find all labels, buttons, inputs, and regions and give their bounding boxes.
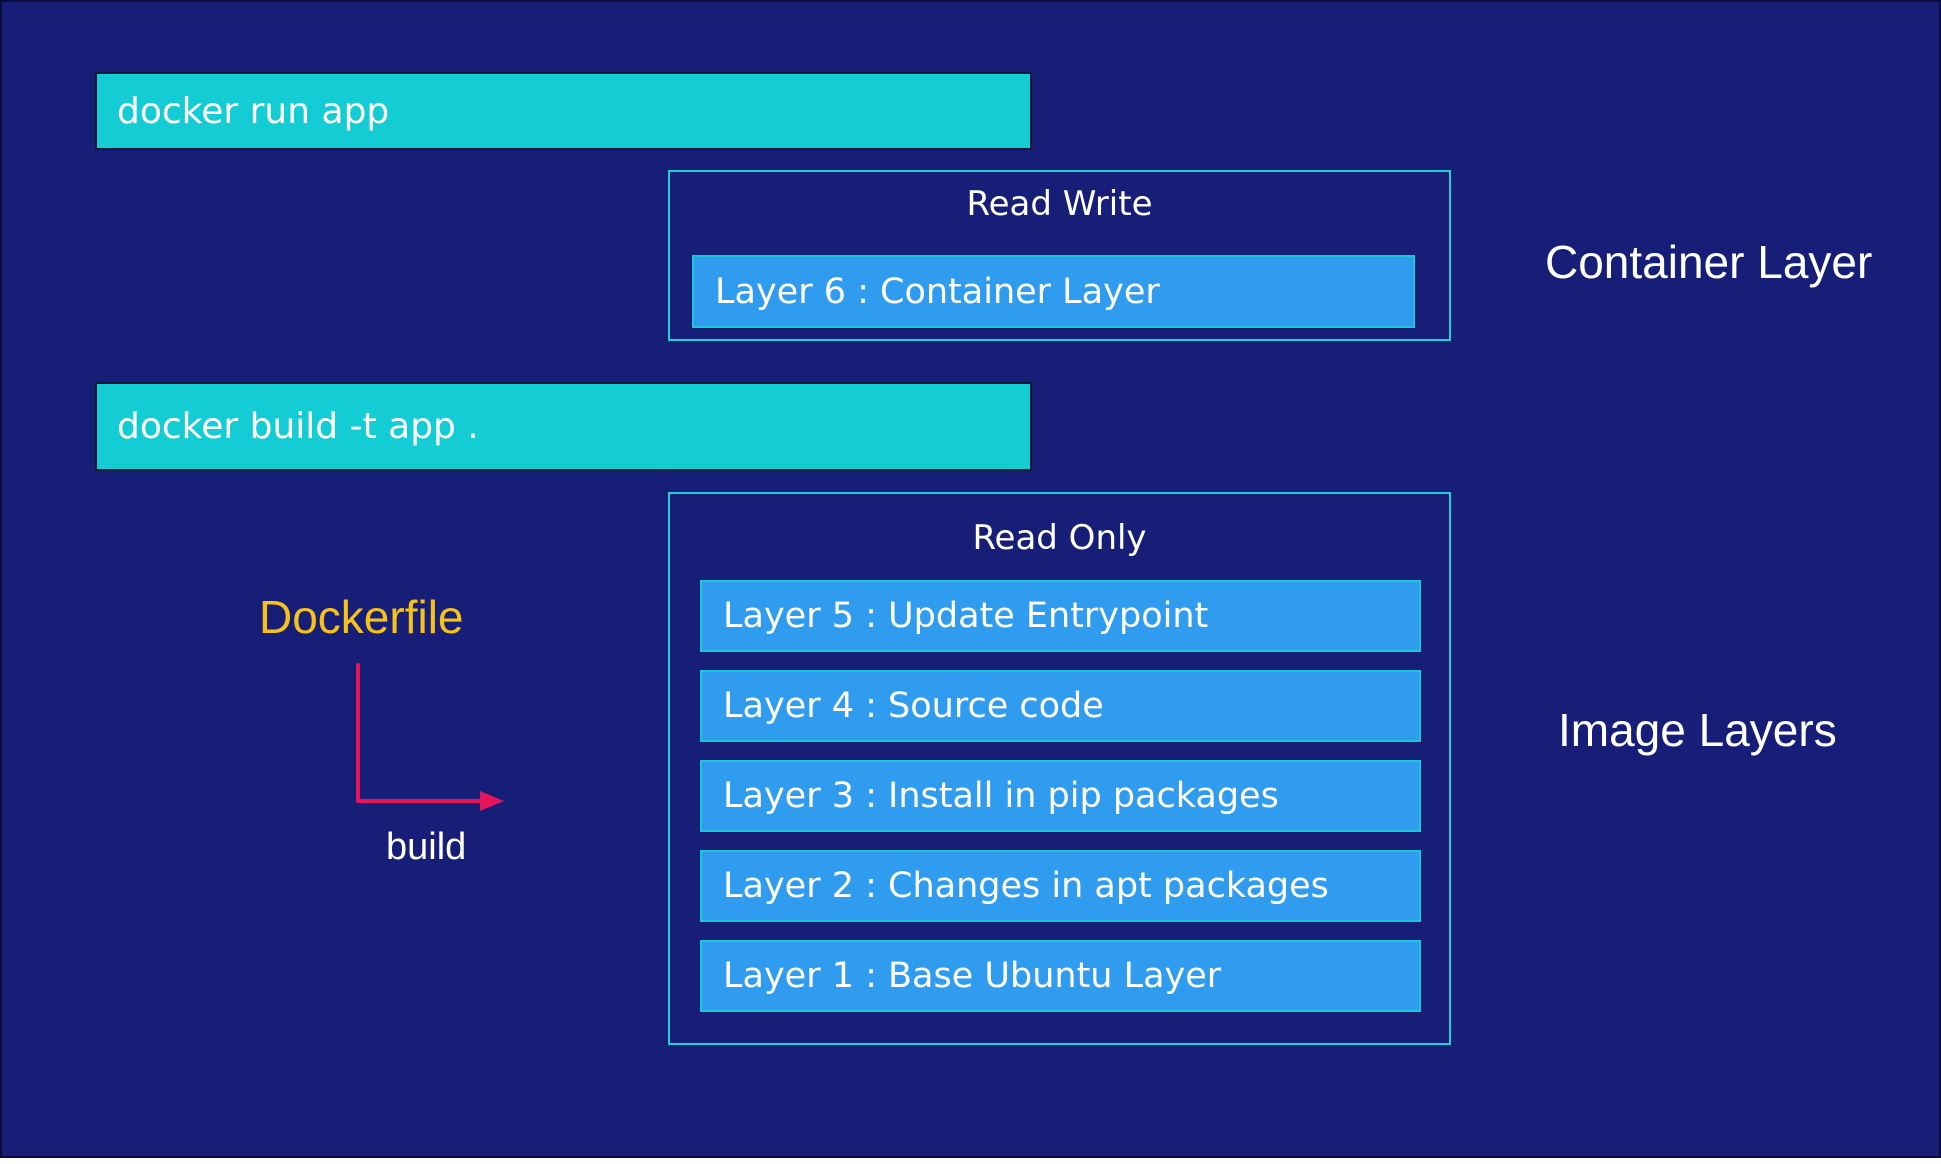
layer-label: Layer 3 : Install in pip packages <box>723 776 1279 816</box>
layer-label: Layer 5 : Update Entrypoint <box>723 596 1209 636</box>
container-layer-6: Layer 6 : Container Layer <box>692 255 1415 328</box>
container-layer-label: Container Layer <box>1545 236 1873 288</box>
layer-label: Layer 1 : Base Ubuntu Layer <box>723 956 1222 996</box>
layer-label: Layer 4 : Source code <box>723 686 1104 726</box>
image-layers-label: Image Layers <box>1558 704 1837 756</box>
image-layer-4: Layer 4 : Source code <box>700 670 1421 742</box>
image-layer-2: Layer 2 : Changes in apt packages <box>700 850 1421 922</box>
read-write-frame: Read Write Layer 6 : Container Layer <box>668 170 1451 341</box>
build-arrow-icon <box>356 663 504 811</box>
build-arrow-label: build <box>386 826 467 868</box>
read-write-title: Read Write <box>966 184 1153 224</box>
docker-build-command: docker build -t app . <box>95 382 1032 471</box>
layer-label: Layer 6 : Container Layer <box>715 271 1160 312</box>
layer-label: Layer 2 : Changes in apt packages <box>723 866 1329 906</box>
read-only-frame: Read Only Layer 5 : Update Entrypoint La… <box>668 492 1451 1045</box>
image-layer-3: Layer 3 : Install in pip packages <box>700 760 1421 832</box>
docker-run-command-text: docker run app <box>117 90 390 132</box>
dockerfile-label: Dockerfile <box>259 591 464 643</box>
docker-run-command: docker run app <box>95 72 1032 150</box>
read-only-title: Read Only <box>972 518 1147 558</box>
docker-build-command-text: docker build -t app . <box>117 406 479 447</box>
image-layer-5: Layer 5 : Update Entrypoint <box>700 580 1421 652</box>
image-layer-1: Layer 1 : Base Ubuntu Layer <box>700 940 1421 1012</box>
